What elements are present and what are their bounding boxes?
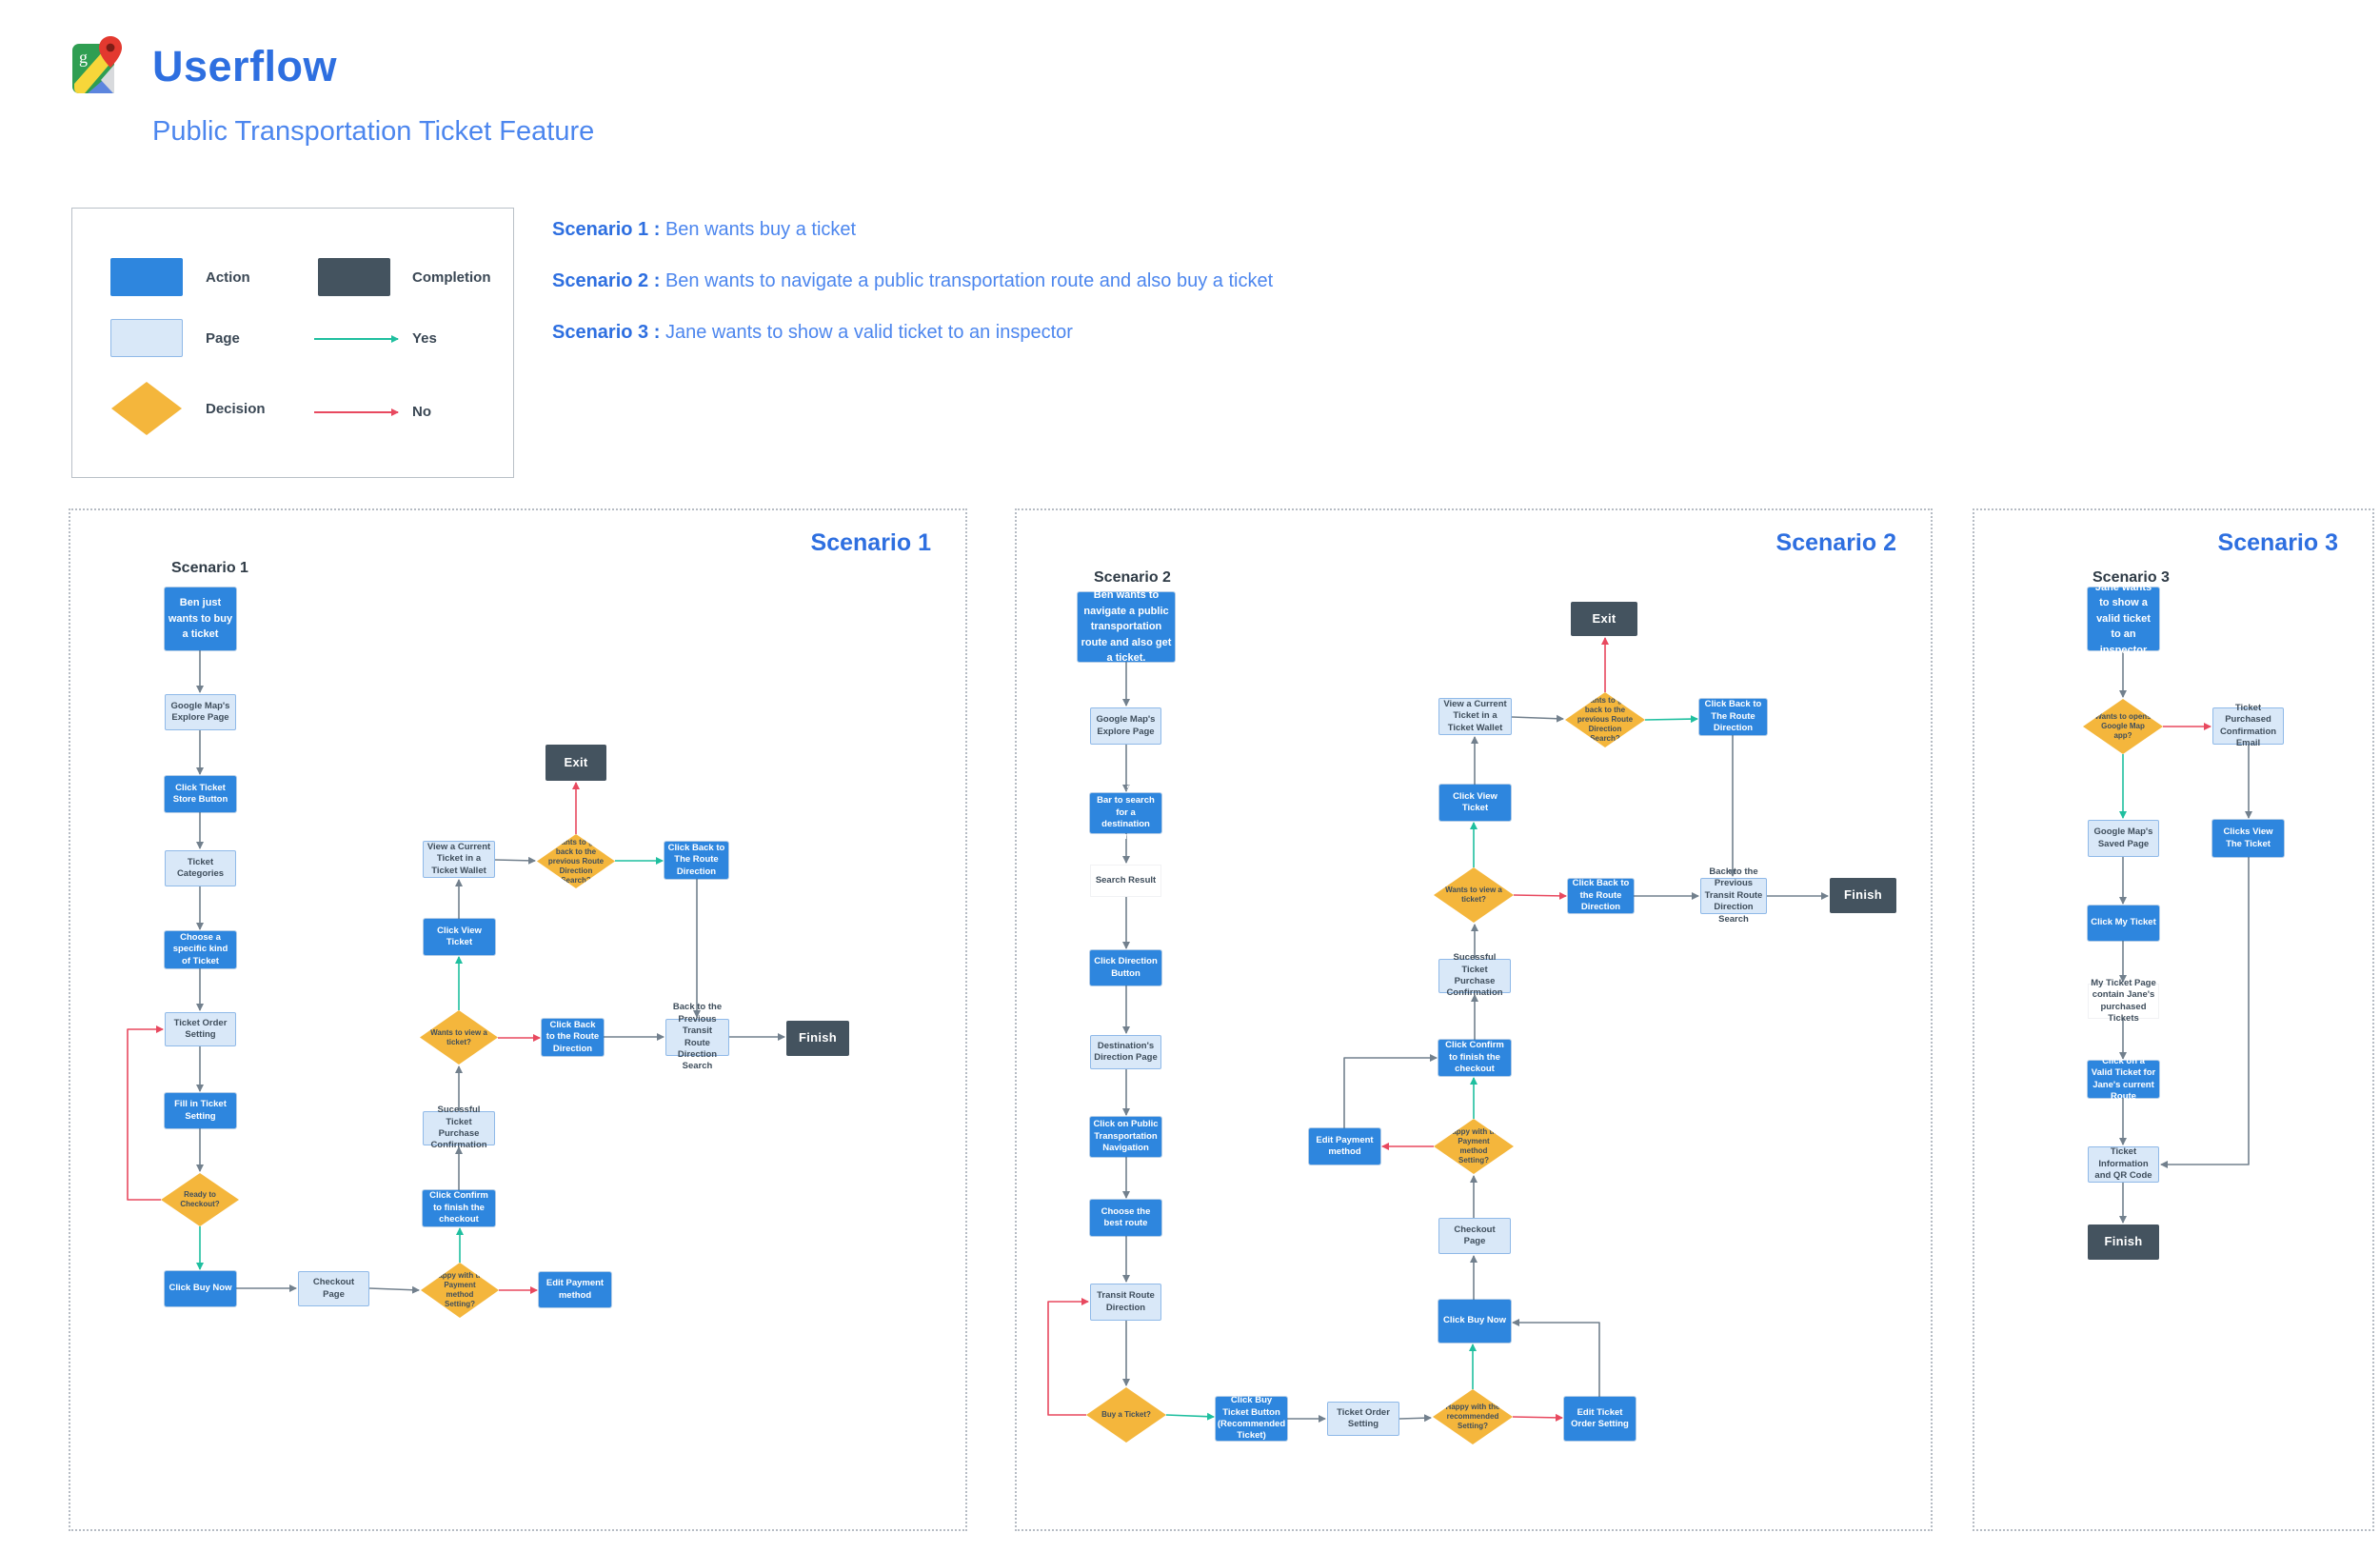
scenario-3-description: Scenario 3 : Jane wants to show a valid …: [552, 322, 1273, 344]
scenario-3-mini-label: Scenario 3: [2092, 569, 2170, 586]
connector: [1165, 1412, 1215, 1421]
page-title: Userflow: [152, 42, 338, 90]
s2-exit: Exit: [1571, 602, 1637, 636]
s2-success-confirmation: Sucessful Ticket Purchase Confirmation: [1438, 952, 1511, 998]
s2-click-direction: Click Direction Button: [1090, 950, 1161, 986]
action-swatch: [110, 258, 183, 296]
scenario-1-text: Ben wants buy a ticket: [664, 219, 857, 240]
scenario-1-panel-title: Scenario 1: [810, 529, 931, 556]
scenario-3-panel: Scenario 3 Scenario 3: [1973, 508, 2374, 1531]
s2-prev-transit-search: Back to the Previous Transit Route Direc…: [1700, 866, 1767, 925]
s1-ticket-order-setting: Ticket Order Setting: [165, 1012, 236, 1046]
s2-destination-page: Destination's Direction Page: [1090, 1035, 1161, 1069]
scenario-3-text: Jane wants to show a valid ticket to an …: [664, 322, 1073, 343]
s1-success-confirmation: Sucessful Ticket Purchase Confirmation: [423, 1105, 495, 1150]
s2-public-transport-nav: Click on Public Transportation Navigatio…: [1090, 1117, 1161, 1157]
scenario-descriptions: Scenario 1 : Ben wants buy a ticket Scen…: [552, 219, 1273, 373]
s2-click-buy-now: Click Buy Now: [1438, 1300, 1511, 1343]
s2-explore-page: Google Map's Explore Page: [1090, 707, 1161, 745]
s3-saved-page: Google Map's Saved Page: [2088, 820, 2159, 857]
google-maps-logo-icon: g: [72, 36, 122, 93]
legend-label-decision: Decision: [206, 401, 266, 417]
s3-my-ticket-page: My Ticket Page contain Jane's purchased …: [2088, 978, 2159, 1024]
s2-ticket-order-setting: Ticket Order Setting: [1327, 1402, 1399, 1436]
s3-click-my-ticket: Click My Ticket: [2088, 906, 2159, 941]
s3-ticket-info-qr: Ticket Information and QR Code: [2088, 1146, 2159, 1183]
scenario-2-panel-title: Scenario 2: [1775, 529, 1896, 556]
s3-clicks-view-ticket: Clicks View The Ticket: [2212, 820, 2284, 857]
scenario-1-mini-label: Scenario 1: [171, 560, 248, 576]
s1-click-confirm: Click Confirm to finish the checkout: [423, 1190, 495, 1226]
s2-checkout-page: Checkout Page: [1438, 1218, 1511, 1254]
no-arrow-icon: [314, 408, 399, 416]
s1-back-route-direction: Click Back to the Route Direction: [542, 1019, 604, 1056]
scenario-1-description: Scenario 1 : Ben wants buy a ticket: [552, 219, 1273, 241]
s2-click-buy-ticket-btn: Click Buy Ticket Button (Recommended Tic…: [1216, 1395, 1287, 1442]
s1-fill-ticket-setting: Fill in Ticket Setting: [165, 1093, 236, 1128]
legend-box: Action Completion Page Yes Decision No: [71, 208, 514, 478]
s3-start: Jane wants to show a valid ticket to an …: [2088, 582, 2159, 656]
s1-exit: Exit: [545, 745, 606, 781]
completion-swatch: [318, 258, 390, 296]
s1-finish: Finish: [786, 1021, 849, 1056]
connector: [1511, 714, 1564, 723]
connector: [1513, 891, 1567, 900]
s2-edit-ticket-order: Edit Ticket Order Setting: [1564, 1397, 1636, 1441]
legend-label-completion: Completion: [412, 269, 491, 286]
connector: [2160, 857, 2250, 1168]
scenario-3-label: Scenario 3 :: [552, 322, 661, 343]
s2-search-bar: Uses a Search Bar to search for a destin…: [1090, 784, 1161, 842]
s1-back-route-direction-top: Click Back to The Route Direction: [664, 842, 728, 879]
connector: [1512, 1413, 1563, 1422]
scenario-2-label: Scenario 2 :: [552, 270, 661, 291]
s1-click-buy-now: Click Buy Now: [165, 1271, 236, 1306]
s3-confirmation-email: Ticket Purchased Confirmation Email: [2212, 703, 2284, 748]
s1-explore-page: Google Map's Explore Page: [165, 694, 236, 730]
scenario-3-panel-title: Scenario 3: [2217, 529, 2338, 556]
scenario-2-description: Scenario 2 : Ben wants to navigate a pub…: [552, 270, 1273, 292]
connector: [1398, 1414, 1432, 1423]
s3-finish: Finish: [2088, 1224, 2159, 1260]
s2-click-view-ticket: Click View Ticket: [1439, 785, 1511, 821]
s1-click-ticket-store: Click Ticket Store Button: [165, 776, 236, 812]
connector: [1343, 1054, 1438, 1128]
page-swatch: [110, 319, 183, 357]
yes-arrow-icon: [314, 335, 399, 343]
s2-click-confirm: Click Confirm to finish the checkout: [1438, 1040, 1511, 1076]
s1-view-current-ticket: View a Current Ticket in a Ticket Wallet: [423, 841, 495, 878]
connector: [1047, 1298, 1089, 1416]
connector: [494, 856, 536, 865]
s1-click-view-ticket: Click View Ticket: [424, 919, 495, 955]
s2-edit-payment: Edit Payment method: [1309, 1128, 1380, 1165]
scenario-1-label: Scenario 1 :: [552, 219, 661, 240]
legend-label-action: Action: [206, 269, 250, 286]
legend-label-page: Page: [206, 330, 240, 347]
s3-click-valid-ticket: Click on a Valid Ticket for Jane's curre…: [2088, 1056, 2159, 1102]
s2-choose-best-route: Choose the best route: [1090, 1200, 1161, 1236]
page-subtitle: Public Transportation Ticket Feature: [152, 116, 595, 147]
s1-start: Ben just wants to buy a ticket: [165, 587, 236, 650]
scenario-2-mini-label: Scenario 2: [1094, 569, 1171, 586]
connector: [127, 1025, 164, 1201]
s2-view-current-ticket: View a Current Ticket in a Ticket Wallet: [1438, 698, 1512, 735]
s2-finish: Finish: [1830, 878, 1896, 913]
scenario-2-text: Ben wants to navigate a public transport…: [664, 270, 1274, 291]
connector: [1644, 715, 1698, 724]
s2-search-result: Search Result: [1090, 865, 1161, 897]
connector: [368, 1285, 420, 1294]
s2-back-route-direction: Click Back to the Route Direction: [1568, 878, 1634, 913]
s1-choose-ticket: Choose a specific kind of Ticket: [165, 931, 236, 968]
legend-label-no: No: [412, 404, 431, 420]
s1-edit-payment: Edit Payment method: [539, 1272, 611, 1307]
s2-start: Ben wants to navigate a public transport…: [1078, 589, 1175, 664]
scenario-2-panel: Scenario 2 Scenario 2: [1015, 508, 1933, 1531]
svg-text:g: g: [79, 48, 88, 67]
s1-checkout-page: Checkout Page: [298, 1271, 369, 1306]
s1-ticket-categories: Ticket Categories: [165, 850, 236, 886]
s2-back-route-direction-top: Click Back to The Route Direction: [1699, 699, 1767, 735]
s2-transit-route-direction: Transit Route Direction: [1090, 1284, 1161, 1321]
s1-prev-transit-search: Back to the Previous Transit Route Direc…: [665, 1002, 729, 1071]
connector: [1512, 1319, 1600, 1397]
legend-label-yes: Yes: [412, 330, 437, 347]
